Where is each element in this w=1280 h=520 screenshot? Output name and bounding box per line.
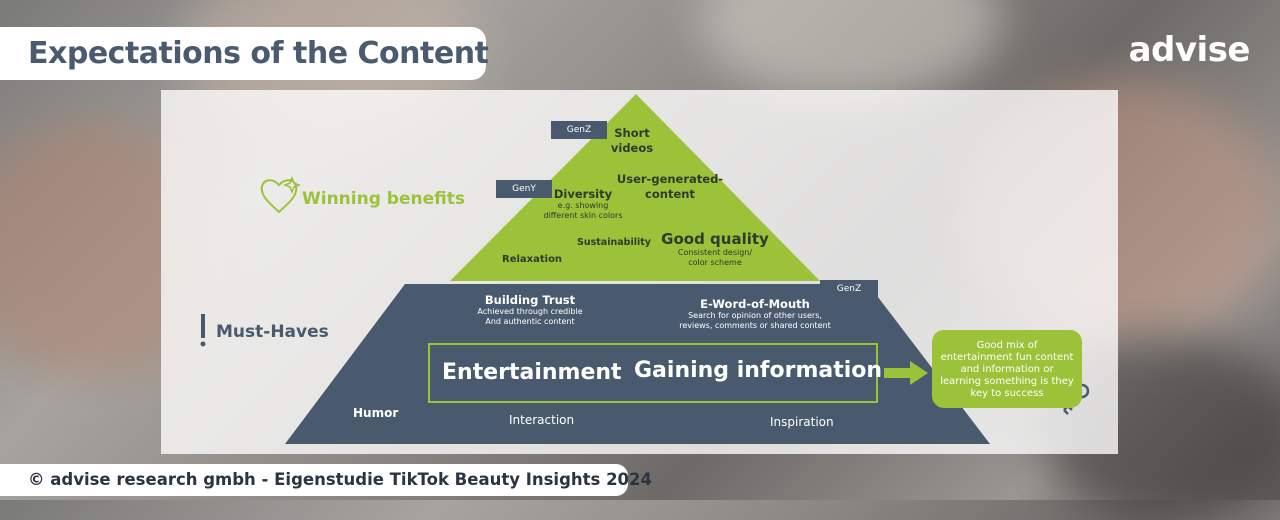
- must-have-trapezoid: [285, 284, 990, 444]
- relaxation-label: Relaxation: [502, 254, 563, 265]
- interaction-label: Interaction: [509, 413, 575, 427]
- humor-label: Humor: [353, 406, 399, 420]
- winning-pyramid: [450, 94, 820, 281]
- inspiration-label: Inspiration: [770, 415, 834, 429]
- winning-benefits-label: Winning benefits: [302, 189, 465, 209]
- title-box: [0, 27, 486, 80]
- brand-logo: advise: [1128, 30, 1251, 70]
- good-quality-sub2: color scheme: [688, 258, 742, 267]
- building-trust-sub1: Achieved through credible: [477, 307, 583, 316]
- genz-tag-top: GenZ: [551, 121, 607, 139]
- heart-sparkle-icon: [260, 175, 302, 214]
- gaining-information-label: Gaining information: [634, 358, 883, 383]
- entertainment-label: Entertainment: [442, 360, 622, 385]
- building-trust-sub2: And authentic content: [485, 317, 575, 326]
- short-videos-label: Short videos: [604, 126, 660, 156]
- genz-tag-bottom: GenZ: [820, 280, 878, 298]
- pyramid-graphic: [200, 94, 1090, 444]
- eword-sub1: Search for opinion of other users,: [688, 311, 822, 320]
- building-trust-label: Building Trust Achieved through credible…: [455, 293, 605, 327]
- callout-line3: and information or: [960, 364, 1054, 375]
- short-videos-line1: Short: [614, 126, 650, 140]
- sustainability-label: Sustainability: [577, 237, 651, 248]
- callout-line5: key to success: [970, 388, 1044, 399]
- must-haves-label: Must-Haves: [216, 322, 329, 342]
- geny-tag: GenY: [496, 180, 552, 198]
- ugc-line2: content: [645, 187, 695, 201]
- good-quality-label: Good quality Consistent design/ color sc…: [655, 230, 775, 268]
- diversity-title: Diversity: [553, 187, 613, 201]
- key-to-success-callout: Good mix of entertainment fun content an…: [932, 330, 1082, 408]
- diversity-label: Diversity e.g. showing different skin co…: [530, 187, 636, 221]
- eword-title: E-Word-of-Mouth: [700, 297, 810, 311]
- good-quality-title: Good quality: [661, 230, 769, 248]
- diversity-sub1: e.g. showing: [557, 201, 609, 210]
- callout-line2: entertainment fun content: [940, 352, 1074, 363]
- eword-sub2: reviews, comments or shared content: [679, 321, 831, 330]
- footer-box: [0, 464, 628, 496]
- callout-line4: learning something is they: [940, 376, 1074, 387]
- exclamation-icon: [200, 314, 206, 347]
- good-quality-sub1: Consistent design/: [677, 248, 753, 257]
- diversity-sub2: different skin colors: [543, 211, 623, 220]
- short-videos-line2: videos: [610, 141, 654, 155]
- ugc-line1: User-generated-: [616, 172, 724, 186]
- highlight-box: [428, 343, 878, 403]
- callout-line1: Good mix of: [976, 340, 1038, 351]
- page-title: Expectations of the Content: [28, 36, 489, 71]
- footer-copyright: © advise research gmbh - Eigenstudie Tik…: [28, 470, 653, 489]
- eword-label: E-Word-of-Mouth Search for opinion of ot…: [655, 297, 855, 331]
- arrow-right-icon: [884, 361, 928, 385]
- ugc-label: User-generated- content: [615, 172, 725, 202]
- building-trust-title: Building Trust: [484, 293, 576, 307]
